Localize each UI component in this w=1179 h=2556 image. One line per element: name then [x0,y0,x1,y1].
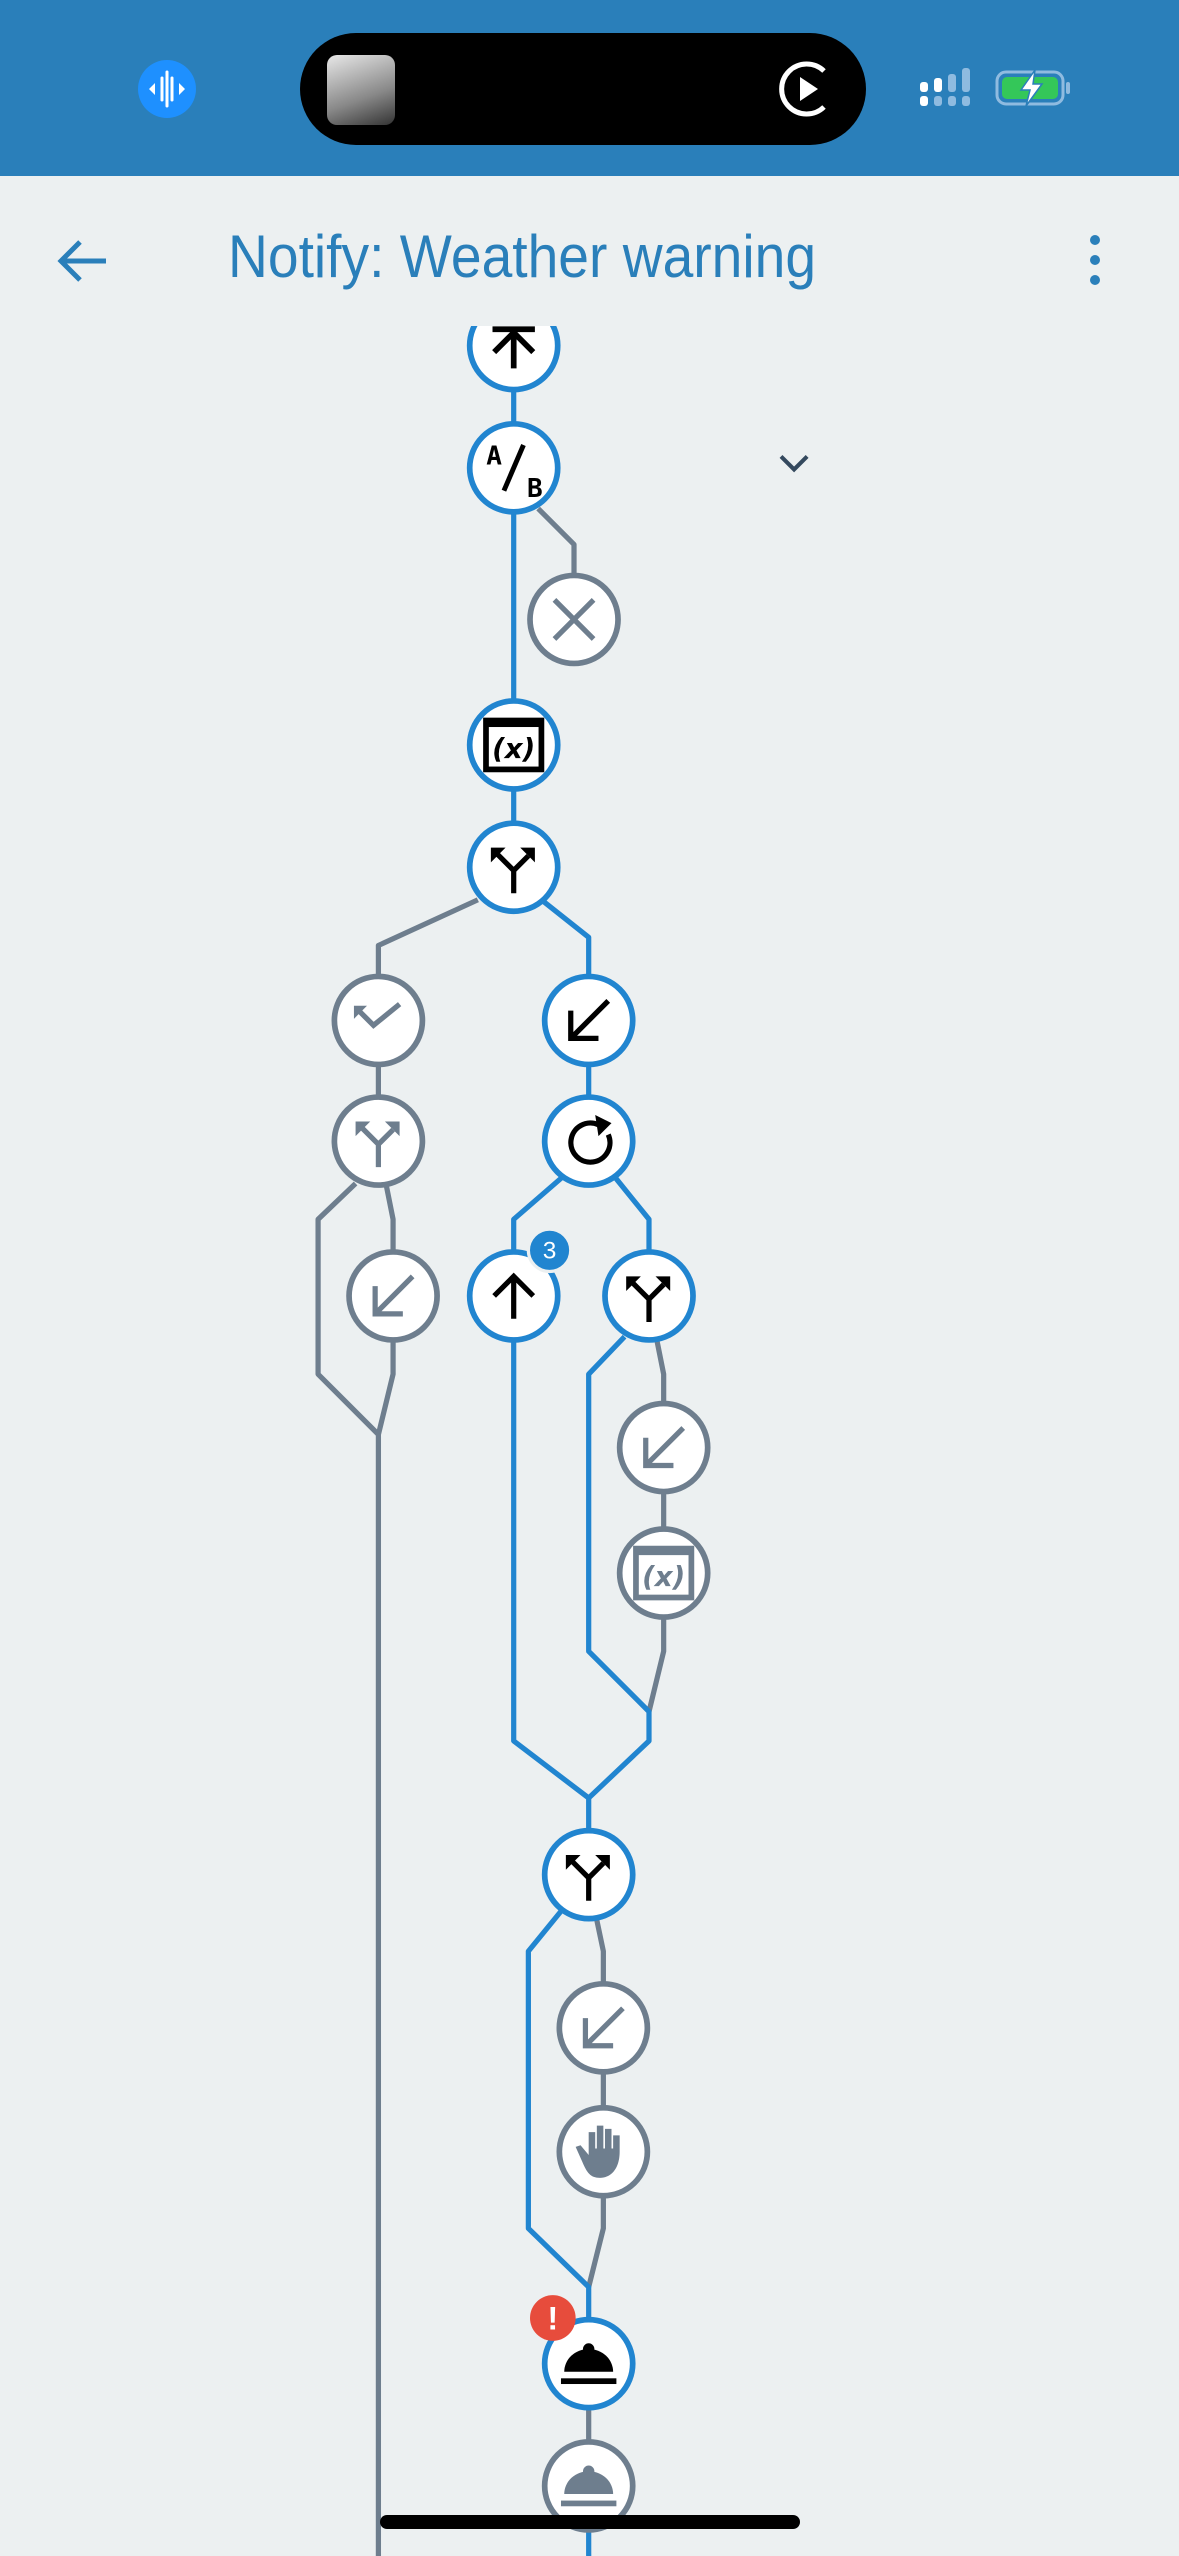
node-stop[interactable] [556,2104,651,2199]
node-go-up[interactable]: 3 [466,1227,573,1343]
node-ab-test[interactable]: AB [466,420,561,515]
ab-label-a: A [486,442,502,472]
battery-charging-icon [995,69,1070,107]
chevron-down-icon[interactable] [779,454,809,473]
node-set-variable-2[interactable] [616,1526,711,1620]
page-title: Notify: Weather warning [228,223,817,290]
voice-memo-icon[interactable] [138,60,196,118]
connector-lines-active [511,326,652,2556]
status-bar [0,0,1179,176]
svg-text:3: 3 [543,1237,557,1264]
node-join-2[interactable] [346,1249,440,1343]
node-join-1[interactable] [541,973,636,1068]
album-art-thumbnail [327,55,395,125]
error-badge: ! [530,2295,576,2341]
node-notify-2[interactable] [541,2439,636,2533]
cellular-signal-icon [920,68,970,106]
node-split-1[interactable] [466,820,561,915]
hand-icon [575,2125,620,2178]
connector-lines-inactive [315,506,667,2556]
node-set-variable-1[interactable] [466,698,561,792]
node-join-3[interactable] [616,1400,711,1495]
home-indicator[interactable] [380,2515,800,2529]
node-join-4[interactable] [556,1980,651,2075]
node-notify-1[interactable]: ! [530,2295,636,2411]
dynamic-island[interactable] [300,33,866,145]
node-split-3[interactable] [602,1249,696,1343]
arrow-left-icon[interactable] [50,225,120,295]
more-vertical-icon[interactable] [1070,225,1120,295]
svg-text:!: ! [547,2299,558,2336]
node-loop[interactable] [541,1094,636,1188]
node-trigger-top[interactable] [466,302,561,393]
node-split-2[interactable] [331,1094,426,1188]
ab-label-b: B [527,474,543,504]
loop-count-badge: 3 [526,1227,573,1274]
node-check[interactable] [331,973,426,1068]
node-exit[interactable] [527,572,621,667]
node-split-4[interactable] [541,1827,636,1922]
play-circle-icon[interactable] [776,59,836,119]
